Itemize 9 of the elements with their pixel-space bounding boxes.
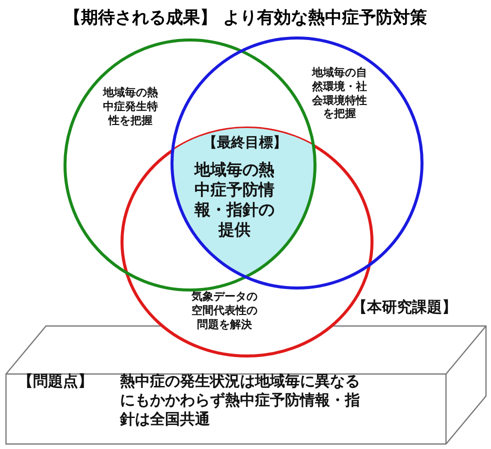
node-text: 【問題点】	[18, 372, 93, 391]
node-text: 【最終目標】	[202, 135, 288, 152]
node-text: 気象データの空間代表性の問題を解決	[190, 290, 259, 332]
title: 【期待される成果】 より有効な熱中症予防対策	[63, 7, 428, 29]
node-text: 熱中症の発生状況は地域毎に異なるにもかかわらず熱中症予防情報・指針は全国共通	[120, 372, 361, 428]
node-text: 地域毎の自然環境・社会環境特性を把握	[310, 66, 368, 121]
label-text: 【本研究課題】	[352, 298, 457, 317]
node-text: 地域毎の熱中症発生特性を把握	[102, 86, 160, 128]
node-text: 地域毎の熱中症予防情報・指針の提供	[193, 160, 276, 240]
